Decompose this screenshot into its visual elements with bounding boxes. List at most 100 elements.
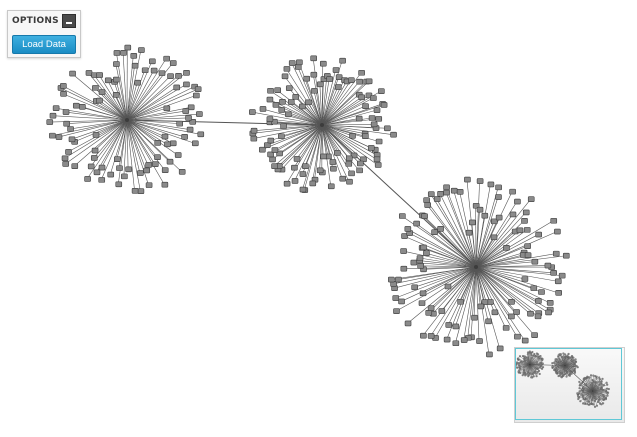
graph-node[interactable]	[491, 309, 499, 316]
graph-node[interactable]	[287, 99, 295, 105]
graph-node[interactable]	[485, 318, 492, 325]
graph-node[interactable]	[356, 78, 364, 85]
graph-node[interactable]	[524, 252, 532, 258]
graph-node[interactable]	[274, 87, 282, 94]
graph-node[interactable]	[395, 276, 402, 283]
graph-node[interactable]	[558, 272, 566, 279]
graph-node[interactable]	[266, 96, 274, 103]
graph-node[interactable]	[283, 180, 291, 187]
graph-node[interactable]	[293, 156, 301, 162]
graph-node[interactable]	[114, 156, 121, 163]
graph-node[interactable]	[55, 134, 63, 140]
graph-node[interactable]	[249, 109, 256, 115]
graph-node[interactable]	[266, 116, 274, 122]
graph-node[interactable]	[250, 127, 258, 134]
graph-node[interactable]	[62, 109, 70, 115]
graph-node[interactable]	[145, 182, 153, 188]
graph-node[interactable]	[427, 191, 435, 197]
graph-node[interactable]	[476, 178, 484, 184]
graph-node[interactable]	[401, 233, 408, 239]
graph-node[interactable]	[521, 217, 528, 224]
graph-node[interactable]	[487, 299, 494, 305]
graph-node[interactable]	[310, 55, 317, 62]
graph-node[interactable]	[460, 337, 468, 343]
graph-node[interactable]	[279, 98, 286, 105]
graph-node[interactable]	[319, 60, 327, 67]
graph-node[interactable]	[84, 176, 91, 182]
graph-node[interactable]	[356, 167, 363, 174]
graph-node[interactable]	[137, 170, 144, 176]
graph-node[interactable]	[49, 132, 56, 139]
graph-node[interactable]	[291, 178, 299, 184]
graph-node[interactable]	[355, 115, 363, 122]
graph-node[interactable]	[158, 70, 166, 76]
graph-node[interactable]	[444, 283, 452, 290]
graph-node[interactable]	[490, 234, 498, 241]
graph-node[interactable]	[530, 285, 538, 291]
graph-node[interactable]	[113, 61, 120, 67]
graph-node[interactable]	[79, 103, 86, 110]
graph-node[interactable]	[522, 209, 530, 216]
graph-node[interactable]	[393, 308, 400, 314]
graph-node[interactable]	[495, 194, 502, 200]
graph-node[interactable]	[552, 250, 560, 257]
graph-node[interactable]	[191, 140, 199, 147]
graph-node[interactable]	[367, 145, 375, 151]
graph-node[interactable]	[85, 70, 93, 76]
graph-node[interactable]	[420, 244, 427, 251]
graph-node[interactable]	[278, 133, 285, 140]
graph-node[interactable]	[161, 167, 169, 173]
graph-node[interactable]	[173, 84, 181, 91]
graph-node[interactable]	[358, 69, 365, 76]
graph-node[interactable]	[437, 191, 444, 197]
graph-node[interactable]	[130, 53, 138, 59]
graph-node[interactable]	[350, 152, 358, 159]
graph-node[interactable]	[259, 106, 267, 112]
graph-node[interactable]	[299, 186, 307, 193]
graph-node[interactable]	[476, 338, 483, 344]
graph-node[interactable]	[96, 97, 103, 104]
graph-node[interactable]	[523, 227, 531, 233]
graph-node[interactable]	[299, 171, 307, 177]
graph-node[interactable]	[481, 299, 489, 305]
graph-node[interactable]	[550, 269, 557, 276]
graph-node[interactable]	[527, 310, 534, 317]
graph-node[interactable]	[375, 138, 383, 145]
graph-node[interactable]	[271, 147, 279, 153]
graph-node[interactable]	[332, 67, 340, 73]
graph-node[interactable]	[370, 121, 378, 128]
graph-node[interactable]	[280, 123, 287, 129]
graph-node[interactable]	[60, 83, 67, 89]
graph-node[interactable]	[400, 265, 408, 272]
graph-node[interactable]	[380, 102, 388, 108]
graph-node[interactable]	[116, 165, 123, 171]
graph-node[interactable]	[259, 146, 266, 153]
graph-node[interactable]	[267, 137, 275, 144]
graph-node[interactable]	[410, 259, 418, 266]
graph-node[interactable]	[476, 206, 484, 213]
graph-node[interactable]	[427, 333, 435, 339]
graph-node[interactable]	[52, 105, 60, 111]
hub-node[interactable]	[125, 118, 129, 122]
graph-node[interactable]	[496, 345, 504, 352]
graph-node[interactable]	[281, 73, 289, 80]
graph-node[interactable]	[141, 67, 149, 74]
graph-node[interactable]	[514, 333, 521, 340]
graph-node[interactable]	[471, 314, 478, 321]
graph-node[interactable]	[545, 309, 552, 316]
graph-node[interactable]	[87, 163, 95, 170]
graph-node[interactable]	[310, 71, 318, 78]
graph-node[interactable]	[427, 305, 435, 311]
graph-node[interactable]	[425, 309, 433, 316]
graph-node[interactable]	[487, 181, 495, 188]
graph-node[interactable]	[181, 133, 188, 140]
graph-node[interactable]	[303, 75, 311, 82]
graph-node[interactable]	[443, 189, 450, 196]
graph-node[interactable]	[186, 126, 194, 133]
graph-node[interactable]	[486, 351, 493, 358]
graph-node[interactable]	[137, 188, 145, 194]
graph-node[interactable]	[113, 50, 121, 56]
graph-node[interactable]	[437, 225, 444, 232]
graph-node[interactable]	[535, 231, 542, 238]
